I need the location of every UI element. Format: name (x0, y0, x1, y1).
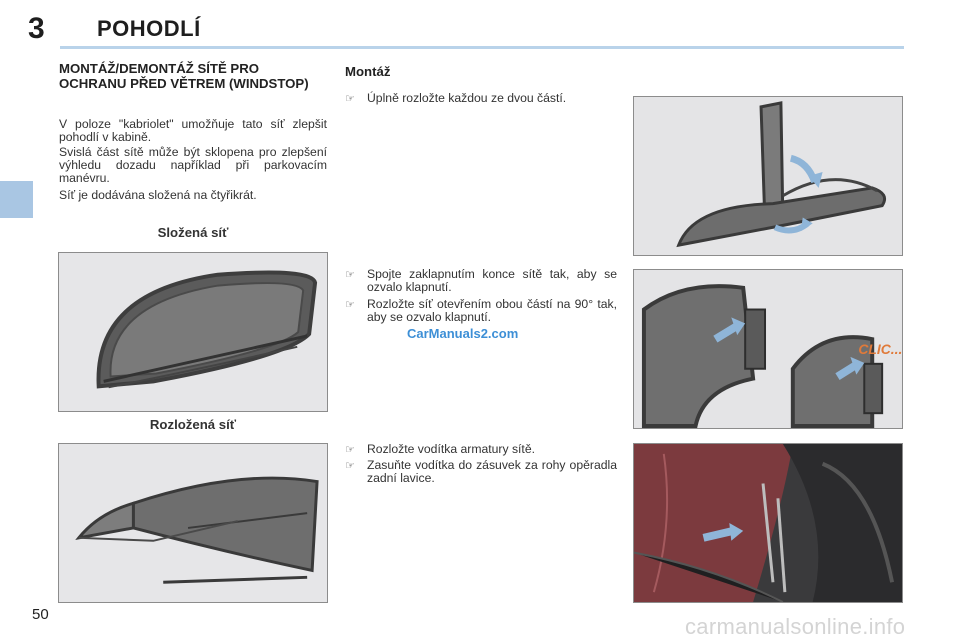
click-connect-photo: CLIC... (633, 269, 903, 429)
delivery-paragraph: Síť je dodávána složená na čtyřikrát. (59, 188, 257, 202)
chapter-side-tab (0, 181, 33, 218)
unfold-parts-photo (633, 96, 903, 256)
step-text: Úplně rozložte každou ze dvou částí. (367, 91, 567, 105)
watermark-link[interactable]: CarManuals2.com (407, 326, 519, 341)
insert-guides-photo (633, 443, 903, 603)
pointing-hand-icon: ☞ (345, 444, 355, 456)
section-heading: MONTÁŽ/DEMONTÁŽ SÍTĚ PRO OCHRANU PŘED VĚ… (59, 61, 309, 91)
step-text: Zasuňte vodítka do zásuvek za rohy opěra… (367, 458, 617, 486)
footer-site-watermark: carmanualsonline.info (685, 614, 906, 639)
step-text: Rozložte síť otevřením obou částí na 90°… (367, 297, 617, 325)
header-rule (60, 46, 904, 49)
pointing-hand-icon: ☞ (345, 299, 355, 311)
mounting-step-5: ☞ Zasuňte vodítka do zásuvek za rohy opě… (345, 458, 617, 486)
mounting-heading: Montáž (345, 64, 391, 79)
mounting-step-4: ☞ Rozložte vodítka armatury sítě. (345, 442, 617, 457)
fold-paragraph: Svislá část sítě může být sklopena pro z… (59, 145, 327, 186)
step-text: Rozložte vodítka armatury sítě. (367, 442, 535, 456)
click-sound-label: CLIC... (858, 341, 902, 357)
mounting-step-3: ☞ Rozložte síť otevřením obou částí na 9… (345, 297, 617, 325)
mounting-step-2: ☞ Spojte zaklapnutím konce sítě tak, aby… (345, 267, 617, 295)
chapter-number: 3 (28, 12, 45, 45)
step-text: Spojte zaklapnutím konce sítě tak, aby s… (367, 267, 617, 295)
pointing-hand-icon: ☞ (345, 460, 355, 472)
intro-paragraph: V poloze "kabriolet" umožňuje tato síť z… (59, 117, 327, 145)
page-number: 50 (32, 606, 49, 623)
pointing-hand-icon: ☞ (345, 269, 355, 281)
mounting-step-1: ☞ Úplně rozložte každou ze dvou částí. (345, 91, 617, 106)
chapter-title: POHODLÍ (97, 16, 201, 41)
unfolded-net-photo (58, 443, 328, 603)
caption-unfolded-net: Rozložená síť (149, 417, 237, 432)
pointing-hand-icon: ☞ (345, 93, 355, 105)
folded-net-photo (58, 252, 328, 412)
caption-folded-net: Složená síť (157, 225, 229, 240)
